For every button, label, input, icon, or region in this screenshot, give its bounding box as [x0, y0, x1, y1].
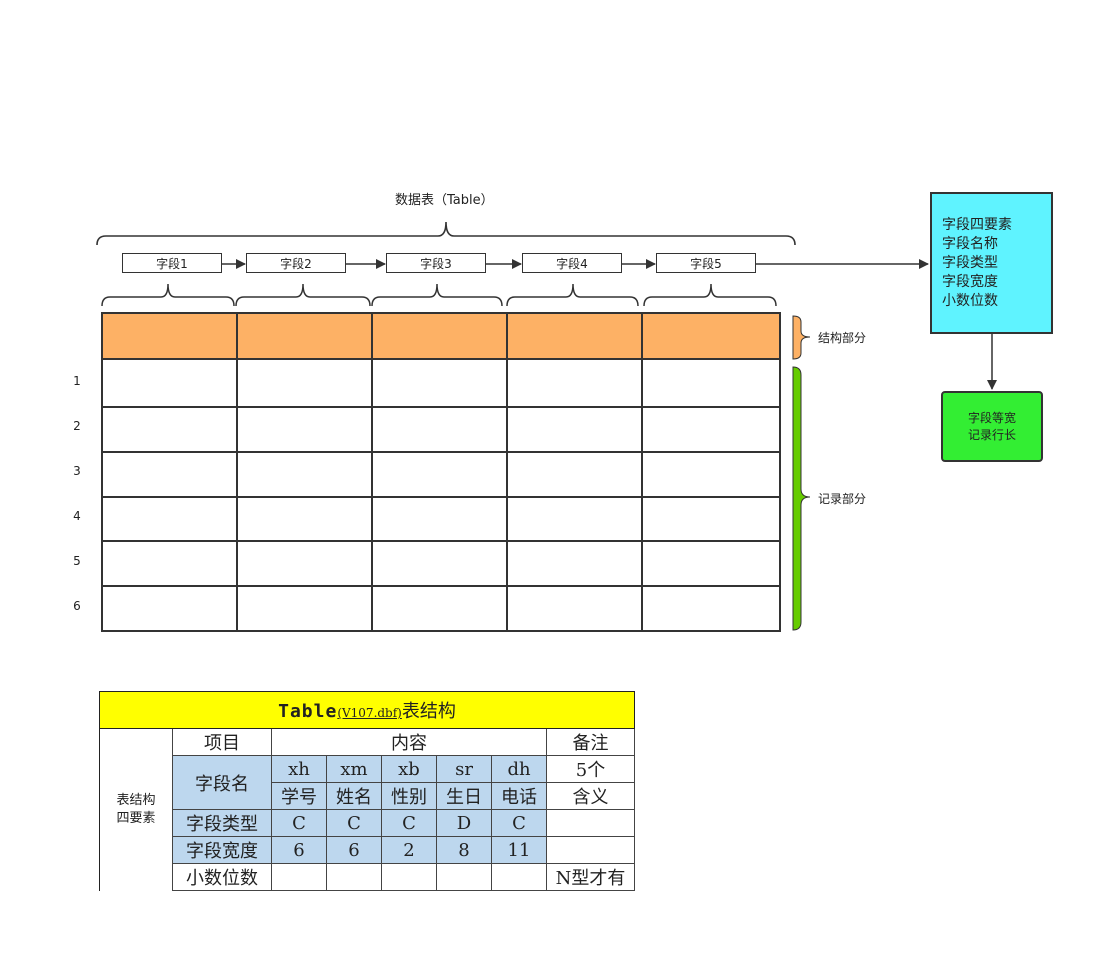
grid-column-line: [371, 312, 373, 632]
row-number-3: 3: [73, 464, 81, 478]
structure-table: Table(V107.dbf)表结构 表结构 四要素 项目 内容 备注 字段名 …: [99, 691, 635, 891]
decimal-cell: [491, 863, 547, 891]
four-elements-item: 字段宽度: [942, 274, 998, 290]
structure-table-title: Table(V107.dbf)表结构: [99, 691, 635, 729]
grid-column-line: [236, 312, 238, 632]
title-file: (V107.dbf): [337, 706, 402, 720]
grid-row-line: [101, 540, 781, 542]
equal-width-line: 记录行长: [967, 428, 1016, 442]
field-box-1: 字段1: [122, 253, 222, 273]
field-width-label: 字段宽度: [172, 836, 272, 864]
row-number-2: 2: [73, 419, 81, 433]
field-width-cell: 6: [326, 836, 382, 864]
grid-row-line: [101, 496, 781, 498]
field-type-cell: C: [326, 809, 382, 837]
field-brace: [643, 283, 777, 307]
grid-column-line: [641, 312, 643, 632]
field-box-3: 字段3: [386, 253, 486, 273]
col-header-item: 项目: [172, 728, 272, 756]
decimal-cell: [326, 863, 382, 891]
structure-brace: [792, 315, 811, 360]
record-brace: [792, 366, 811, 631]
decimal-cell: [271, 863, 327, 891]
side-label-line1: 表结构: [116, 792, 156, 808]
field-name-label: 字段名: [172, 755, 272, 810]
field-type-cell: C: [491, 809, 547, 837]
field-box-5: 字段5: [656, 253, 756, 273]
field-width-cell: 8: [436, 836, 492, 864]
grid-row-line: [101, 451, 781, 453]
field-code-cell: xm: [326, 755, 382, 783]
field-type-remark: [546, 809, 635, 837]
field-type-cell: C: [271, 809, 327, 837]
field-meaning-cell: 电话: [491, 782, 547, 810]
diagram-title: 数据表（Table）: [395, 193, 494, 208]
table-brace: [96, 221, 796, 246]
row-number-4: 4: [73, 509, 81, 523]
field-code-cell: sr: [436, 755, 492, 783]
field-brace: [101, 283, 235, 307]
row-number-6: 6: [73, 599, 81, 613]
four-elements-item: 字段名称: [942, 236, 998, 252]
field-width-cell: 6: [271, 836, 327, 864]
field-width-cell: 11: [491, 836, 547, 864]
field-meaning-cell: 性别: [381, 782, 437, 810]
field-width-remark: [546, 836, 635, 864]
field-type-label: 字段类型: [172, 809, 272, 837]
equal-width-line: 字段等宽: [967, 411, 1016, 425]
decimal-remark: N型才有: [546, 863, 635, 891]
field-meaning-cell: 生日: [436, 782, 492, 810]
decimal-cell: [381, 863, 437, 891]
decimal-cell: [436, 863, 492, 891]
four-elements-box: 字段四要素 字段名称 字段类型 字段宽度 小数位数: [930, 192, 1053, 334]
structure-header-row: [101, 312, 781, 360]
row-number-5: 5: [73, 554, 81, 568]
field-meaning-cell: 学号: [271, 782, 327, 810]
four-elements-title: 字段四要素: [942, 217, 1012, 233]
field-width-cell: 2: [381, 836, 437, 864]
grid-row-line: [101, 406, 781, 408]
field-code-cell: xb: [381, 755, 437, 783]
field-box-4: 字段4: [522, 253, 622, 273]
col-header-remark: 备注: [546, 728, 635, 756]
four-elements-side-label: 表结构 四要素: [99, 728, 173, 891]
field-type-cell: C: [381, 809, 437, 837]
field-code-cell: xh: [271, 755, 327, 783]
field-meaning-cell: 姓名: [326, 782, 382, 810]
field-brace: [371, 283, 503, 307]
record-grid: [101, 312, 781, 632]
four-elements-item: 字段类型: [942, 255, 998, 271]
field-brace: [506, 283, 639, 307]
field-brace: [235, 283, 371, 307]
field-name-remark2: 含义: [546, 782, 635, 810]
field-type-cell: D: [436, 809, 492, 837]
four-elements-item: 小数位数: [942, 293, 998, 309]
records-area: [101, 358, 781, 632]
col-header-content: 内容: [271, 728, 547, 756]
field-name-remark1: 5个: [546, 755, 635, 783]
decimal-label: 小数位数: [172, 863, 272, 891]
row-number-1: 1: [73, 374, 81, 388]
field-code-cell: dh: [491, 755, 547, 783]
title-suffix: 表结构: [401, 701, 456, 722]
grid-row-line: [101, 585, 781, 587]
side-label-line2: 四要素: [116, 810, 156, 826]
structure-label: 结构部分: [818, 331, 867, 345]
grid-column-line: [506, 312, 508, 632]
record-label: 记录部分: [818, 492, 867, 506]
equal-width-box: 字段等宽 记录行长: [941, 391, 1043, 462]
title-main: Table: [278, 701, 338, 722]
field-box-2: 字段2: [246, 253, 346, 273]
